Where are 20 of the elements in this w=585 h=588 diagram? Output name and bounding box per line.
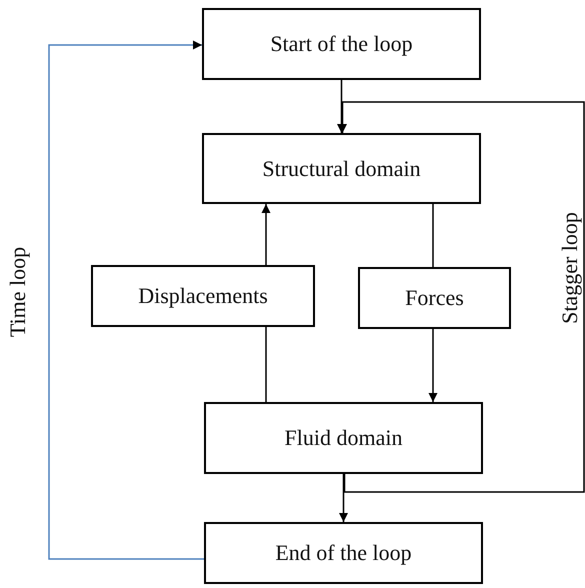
box-label: Forces xyxy=(405,285,464,311)
box-label: Start of the loop xyxy=(270,31,413,57)
process-box xyxy=(204,522,483,584)
process-box xyxy=(202,133,481,204)
loop-label: Time loop xyxy=(5,246,32,338)
arrow xyxy=(428,329,438,402)
arrow xyxy=(48,40,204,560)
process-box xyxy=(91,265,315,327)
arrow xyxy=(339,474,348,522)
box-label: End of the loop xyxy=(275,540,412,566)
box-label: Fluid domain xyxy=(284,425,402,451)
connector-line xyxy=(432,204,434,267)
box-label: Displacements xyxy=(138,283,268,309)
loop-label: Stagger loop xyxy=(556,212,583,324)
process-box xyxy=(202,8,481,80)
process-box xyxy=(204,402,483,474)
connector-line xyxy=(265,327,267,402)
process-box xyxy=(358,267,511,329)
box-label: Structural domain xyxy=(262,156,421,182)
arrow xyxy=(262,204,270,265)
